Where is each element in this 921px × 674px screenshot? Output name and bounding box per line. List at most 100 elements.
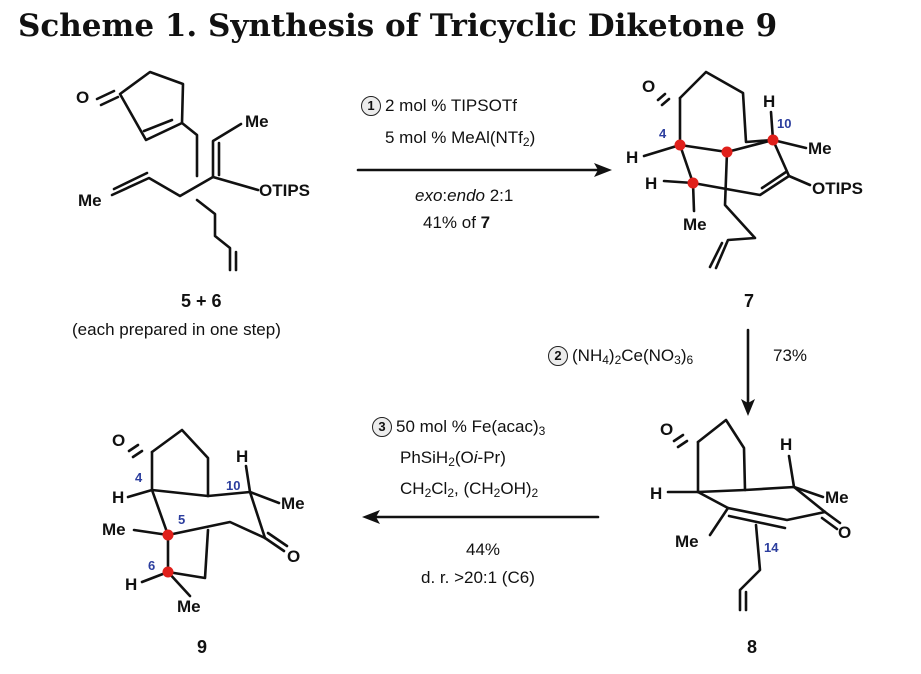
- carbon-number-7-10: 10: [777, 116, 791, 131]
- ring-mid-8: [696, 440, 825, 499]
- step-1-badge: 1: [361, 96, 381, 116]
- atom-me6-9: Me: [177, 597, 201, 616]
- otips-bond: [211, 175, 260, 192]
- atom-h10-7: H: [763, 92, 775, 111]
- step-3-solvent: CH2Cl2, (CH2OH)2: [400, 479, 539, 500]
- atom-h4-7: H: [626, 148, 638, 167]
- scheme-title: Scheme 1. Synthesis of Tricyclic Diketon…: [18, 8, 778, 44]
- carbon-number-9-6: 6: [148, 558, 155, 573]
- step-3-diastereomeric-ratio: d. r. >20:1 (C6): [421, 568, 535, 587]
- carbon-number-9-4: 4: [135, 470, 143, 485]
- step-3-badge: 3: [372, 417, 392, 437]
- atom-otips-7: OTIPS: [812, 179, 863, 198]
- allyl-double-7: [708, 241, 724, 269]
- step-2-yield: 73%: [773, 346, 808, 365]
- atom-me5-9: Me: [102, 520, 126, 539]
- atom-h-8b: H: [650, 484, 662, 503]
- allyl-7: [714, 150, 757, 270]
- atom-h-7: H: [645, 174, 657, 193]
- step-3-reagent-line-2: PhSiH2(Oi-Pr): [400, 448, 506, 469]
- compound-note-5-6: (each prepared in one step): [72, 320, 281, 339]
- ring-top-8: [696, 418, 747, 492]
- atom-o-9: O: [112, 431, 125, 450]
- atom-o-5: O: [76, 88, 89, 107]
- atom-me-5b: Me: [78, 191, 102, 210]
- atom-o-8: O: [660, 420, 673, 439]
- diene-chain: [110, 175, 215, 198]
- carbonyl-8: [672, 433, 689, 449]
- structure-7: [642, 70, 812, 270]
- carbonyl-double-bond: [95, 89, 120, 107]
- atom-me-8a: Me: [825, 488, 849, 507]
- enol-double-bond-7: [760, 170, 788, 190]
- h4-bond-9: [126, 488, 154, 499]
- ring-low-bonds: [678, 143, 791, 197]
- ketone-8: [820, 510, 842, 531]
- ring-low-9: [150, 488, 267, 540]
- stereocenter-7-c10: [767, 134, 779, 146]
- ring-low-8: [696, 490, 827, 522]
- carbonyl-9: [127, 443, 144, 459]
- carbon-number-7-4: 4: [659, 126, 667, 141]
- arrowhead-step-1: [594, 163, 612, 177]
- atom-o-9b: O: [287, 547, 300, 566]
- structure-8: [666, 418, 842, 612]
- compound-label-9: 9: [197, 637, 208, 657]
- carbon-number-9-5: 5: [178, 512, 185, 527]
- atom-me10-9: Me: [281, 494, 305, 513]
- me-bond-9: [132, 528, 170, 537]
- step-1-selectivity: exo:endo 2:1: [415, 186, 514, 205]
- compound-label-8: 8: [747, 637, 758, 657]
- ring-mid-9: [150, 450, 281, 505]
- h-bond-8: [787, 454, 796, 489]
- atom-me-5a: Me: [245, 112, 269, 131]
- allyl-8: [738, 523, 762, 612]
- ring-close-9: [248, 490, 267, 540]
- enone-double-8: [727, 514, 787, 530]
- carbon-number-9-10: 10: [226, 478, 240, 493]
- ring-close-7: [771, 138, 791, 178]
- carbon-number-8-14: 14: [764, 540, 779, 555]
- atom-h4-9: H: [112, 488, 124, 507]
- allyl-chain: [195, 198, 232, 272]
- carbonyl-7: [656, 92, 671, 107]
- arrowhead-step-3: [362, 510, 380, 524]
- ring-close-8: [792, 485, 827, 514]
- atom-otips-5: OTIPS: [259, 181, 310, 200]
- step-2-reagent: 2(NH4)2Ce(NO3)6: [548, 346, 693, 366]
- stereocenter-7-c4: [674, 139, 686, 151]
- stereocenter-9-c5: [162, 529, 174, 541]
- stereocenter-7-c-ring: [721, 146, 733, 158]
- atom-o-7: O: [642, 77, 655, 96]
- compound-label-5-6: 5 + 6: [181, 291, 222, 311]
- step-3-yield: 44%: [466, 540, 501, 559]
- diene-double-bond: [112, 171, 149, 191]
- stereocenter-7-c6: [687, 177, 699, 189]
- stereocenter-markers: [162, 134, 779, 578]
- step-1-yield: 41% of 7: [423, 213, 491, 232]
- atom-me10-7: Me: [808, 139, 832, 158]
- step-1-reagent-line-2: 5 mol % MeAl(NTf2): [385, 128, 536, 149]
- ring-top-bonds: [678, 70, 775, 144]
- atom-me-8b: Me: [675, 532, 699, 551]
- step-2-badge: 2: [548, 346, 568, 366]
- structure-5-6: [95, 70, 260, 272]
- enol-ether-chain: [211, 122, 243, 179]
- ring-double-bond-inner: [142, 118, 174, 133]
- atom-h6-9: H: [125, 575, 137, 594]
- atom-o-8b: O: [838, 523, 851, 542]
- h-bond-9: [244, 464, 252, 494]
- otips-bond-7: [787, 174, 812, 187]
- me-bond-8: [708, 506, 730, 537]
- arrowhead-step-2: [741, 399, 755, 416]
- atom-h-8a: H: [780, 435, 792, 454]
- h4-bond: [642, 143, 682, 158]
- ring-top-9: [150, 428, 210, 498]
- compound-label-7: 7: [744, 291, 755, 311]
- stereocenter-9-c6: [162, 566, 174, 578]
- ketone-9: [263, 531, 289, 553]
- ring-lower-9: [166, 528, 210, 580]
